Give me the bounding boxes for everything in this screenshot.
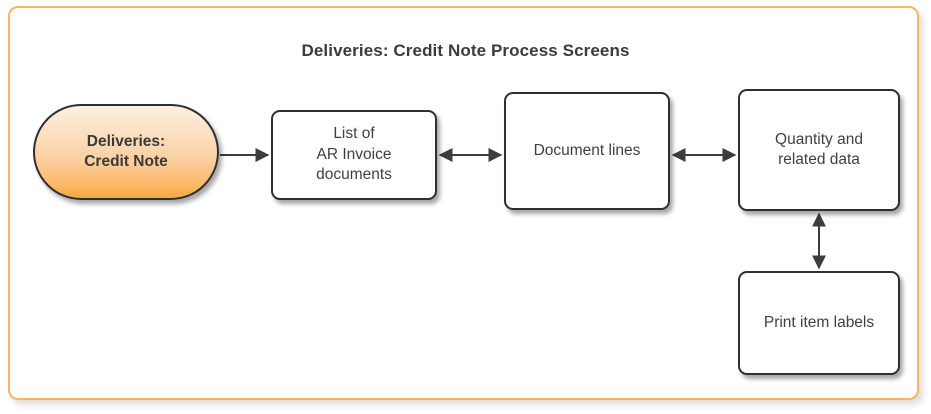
- node-print-item-labels[interactable]: Print item labels: [738, 271, 900, 375]
- node-label: Document lines: [533, 141, 641, 159]
- node-ar-invoice-documents-list[interactable]: List of AR Invoice documents: [271, 110, 437, 200]
- node-label: Quantity and related data: [775, 130, 863, 171]
- node-label-line-1: Deliveries:: [86, 132, 166, 150]
- node-quantity-and-related-data[interactable]: Quantity and related data: [738, 89, 900, 211]
- node-label: Print item labels: [763, 313, 875, 331]
- node-document-lines[interactable]: Document lines: [504, 92, 670, 210]
- node-label-line-3: documents: [316, 166, 392, 184]
- node-label-line-1: List of: [333, 125, 375, 143]
- node-label-line-2: related data: [778, 151, 860, 168]
- node-label: List of AR Invoice documents: [316, 124, 392, 185]
- node-label: Deliveries: Credit Note: [84, 132, 168, 173]
- node-deliveries-credit-note[interactable]: Deliveries: Credit Note: [33, 104, 219, 200]
- page-title: Deliveries: Credit Note Process Screens: [301, 41, 630, 60]
- node-label-line-2: Credit Note: [84, 153, 168, 170]
- node-label-line-1: Quantity and: [775, 130, 863, 148]
- node-label-line-2: AR Invoice: [316, 145, 392, 163]
